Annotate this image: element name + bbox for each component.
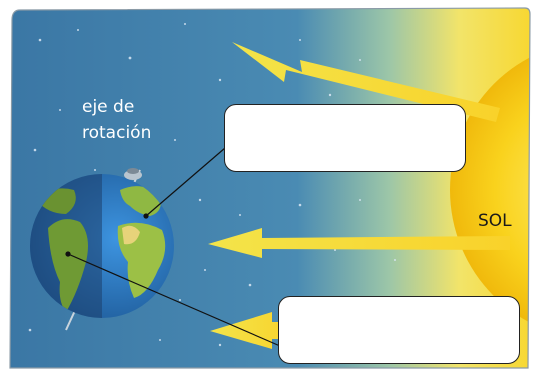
diagram-frame (9, 7, 531, 369)
pointer-dot-bottom (65, 251, 71, 257)
sahara (122, 225, 140, 245)
axis-label-line1: eje de (82, 97, 135, 117)
axis-label-line2: rotación (82, 123, 152, 143)
answer-box-top[interactable] (224, 104, 466, 172)
sun-rays (208, 42, 510, 349)
pointer-line-top (145, 147, 226, 217)
axis-label: eje de rotación (82, 96, 151, 144)
south-america (48, 219, 88, 312)
ray-arrow-top (232, 42, 500, 122)
ray-arrow-bottom (210, 312, 300, 349)
stars (28, 23, 411, 347)
pointer-line-bottom (67, 253, 281, 347)
answer-box-bottom[interactable] (278, 296, 520, 364)
europe (120, 186, 161, 216)
earth (30, 168, 174, 331)
sun (450, 40, 530, 340)
pointer-dot-top (143, 213, 149, 219)
sun-label: SOL (478, 211, 512, 231)
ray-arrow-middle (208, 228, 510, 258)
